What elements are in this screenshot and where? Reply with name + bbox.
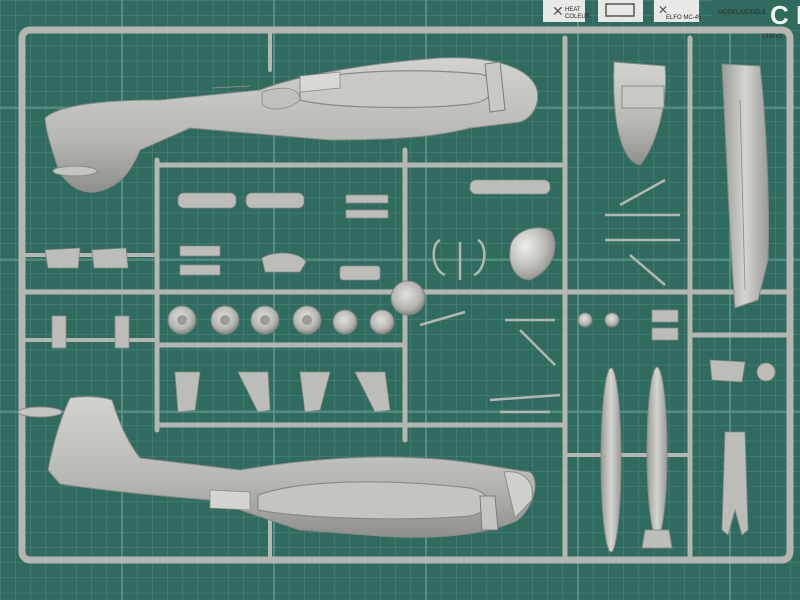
header-labels: ✕ HEAT COLEUR ✕ ELFO MC-45 MODEL/MODÈLE … <box>543 0 800 40</box>
fuselage-half-upper <box>44 57 539 193</box>
fuselage-half-lower <box>17 396 536 538</box>
badge3-sub: ELFO MC-45 <box>666 15 702 21</box>
sprue-frame <box>18 26 794 564</box>
badge1-label2: COLEUR <box>565 14 591 20</box>
small-parts <box>44 179 776 536</box>
nose-cone-part <box>509 227 556 281</box>
cutting-icon <box>654 0 699 22</box>
flap-part <box>613 61 667 166</box>
svg-text:✕: ✕ <box>658 3 668 17</box>
brand-label: C M <box>770 0 800 30</box>
model-label: MODEL/MODÈLE <box>718 9 766 16</box>
glue-icon <box>543 0 585 22</box>
panel-part-right <box>721 63 770 309</box>
badge1-label: HEAT <box>565 7 581 13</box>
glue-icon-glyph: ✕ <box>552 3 564 19</box>
drop-tank-right <box>641 366 673 549</box>
wheels-row <box>167 280 620 335</box>
drop-tank-left <box>600 367 622 553</box>
size-label: 1430x3 <box>762 34 782 40</box>
gear-struts <box>419 178 680 414</box>
